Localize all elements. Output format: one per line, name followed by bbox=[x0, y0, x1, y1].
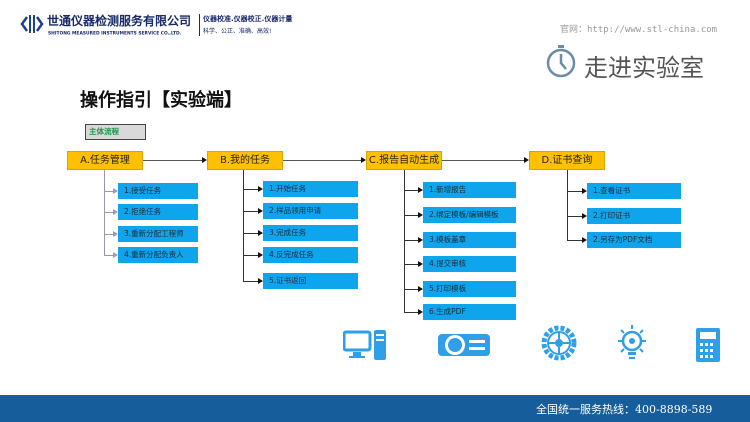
branch-connector bbox=[243, 189, 259, 190]
flow-label: 主体流程 bbox=[85, 124, 146, 140]
branch-line bbox=[567, 170, 568, 240]
arrow-icon bbox=[418, 237, 423, 243]
branch-connector bbox=[567, 191, 583, 192]
branch-connector bbox=[243, 233, 259, 234]
company-name-en: SHITONG MEASURED INSTRUMENTS SERVICE CO.… bbox=[48, 31, 192, 37]
website-link[interactable]: 官网：http://www.stl-china.com bbox=[560, 25, 718, 35]
branch-connector bbox=[404, 240, 419, 241]
connector-line bbox=[283, 160, 361, 161]
flow-substep[interactable]: 2.打印证书 bbox=[587, 208, 681, 224]
arrow-icon bbox=[582, 237, 587, 243]
connector-line bbox=[143, 160, 202, 161]
branch-connector bbox=[104, 191, 114, 192]
arrow-icon bbox=[258, 252, 263, 258]
arrow-icon bbox=[361, 157, 366, 163]
arrow-icon bbox=[258, 278, 263, 284]
arrow-icon bbox=[202, 157, 207, 163]
arrow-icon bbox=[418, 187, 423, 193]
flow-substep[interactable]: 1.查看证书 bbox=[587, 183, 681, 199]
flow-step-a[interactable]: A.任务管理 bbox=[67, 151, 143, 170]
flow-step-b[interactable]: B.我的任务 bbox=[207, 151, 283, 170]
arrow-icon bbox=[258, 186, 263, 192]
connector-line bbox=[442, 160, 524, 161]
company-name-en-text: SHITONG MEASURED INSTRUMENTS SERVICE CO.… bbox=[48, 30, 182, 36]
branch-connector bbox=[104, 212, 114, 213]
arrow-icon bbox=[582, 213, 587, 219]
arrow-icon bbox=[418, 212, 423, 218]
branch-line bbox=[243, 170, 244, 281]
arrow-icon bbox=[113, 231, 118, 237]
company-logo bbox=[20, 12, 44, 36]
footer-bar: 全国统一服务热线：400-8898-589 bbox=[0, 395, 750, 422]
flow-substep[interactable]: 3.完成任务 bbox=[263, 225, 358, 241]
flow-substep[interactable]: 6.生成PDF bbox=[423, 304, 516, 320]
company-name: 世通仪器检测服务有限公司 bbox=[47, 14, 192, 28]
arrow-icon bbox=[582, 188, 587, 194]
arrow-icon bbox=[258, 230, 263, 236]
flow-substep[interactable]: 5.证书返回 bbox=[263, 273, 358, 289]
flow-substep[interactable]: 4.重新分配负责人 bbox=[118, 247, 198, 263]
projector-icon bbox=[437, 328, 491, 366]
flow-substep[interactable]: 3.重新分配工程师 bbox=[118, 226, 198, 242]
branch-connector bbox=[404, 289, 419, 290]
flow-substep[interactable]: 2.样品领用申请 bbox=[263, 203, 358, 219]
flow-substep[interactable]: 3.模板盖章 bbox=[423, 232, 516, 248]
arrow-icon bbox=[113, 188, 118, 194]
flow-substep[interactable]: 1.新增报告 bbox=[423, 182, 516, 198]
branch-connector bbox=[104, 234, 114, 235]
hotline: 全国统一服务热线：400-8898-589 bbox=[536, 403, 713, 416]
flow-substep[interactable]: 5.打印模板 bbox=[423, 281, 516, 297]
branch-connector bbox=[567, 216, 583, 217]
arrow-icon bbox=[418, 261, 423, 267]
branch-connector bbox=[404, 215, 419, 216]
flow-substep[interactable]: 2.拒绝任务 bbox=[118, 204, 198, 220]
calculator-icon bbox=[695, 327, 721, 367]
arrow-icon bbox=[258, 208, 263, 214]
branch-connector bbox=[404, 264, 419, 265]
flow-substep[interactable]: 1.开始任务 bbox=[263, 181, 358, 197]
branch-connector bbox=[404, 190, 419, 191]
arrow-icon bbox=[113, 209, 118, 215]
page-title: 操作指引【实验端】 bbox=[80, 90, 242, 111]
flow-step-d[interactable]: D.证书查询 bbox=[529, 151, 605, 170]
branch-connector bbox=[567, 240, 583, 241]
branch-connector bbox=[243, 255, 259, 256]
divider bbox=[199, 14, 200, 36]
slogan-1: 仪器校准.仪器校正.仪器计量 bbox=[203, 15, 293, 23]
arrow-icon bbox=[113, 252, 118, 258]
slogan-2: 科学、公正、准确、高效! bbox=[203, 28, 272, 35]
arrow-icon bbox=[418, 309, 423, 315]
branch-connector bbox=[243, 281, 259, 282]
arrow-icon bbox=[524, 157, 529, 163]
branch-connector bbox=[404, 312, 419, 313]
arrow-icon bbox=[418, 286, 423, 292]
flow-substep[interactable]: 4.反完成任务 bbox=[263, 247, 358, 263]
flow-step-c[interactable]: C.报告自动生成 bbox=[366, 151, 442, 170]
branch-line bbox=[404, 170, 405, 312]
branch-connector bbox=[243, 211, 259, 212]
flow-substep[interactable]: 2.绑定模板/编辑模板 bbox=[423, 207, 516, 223]
stopwatch-icon bbox=[545, 44, 577, 78]
computer-icon bbox=[342, 328, 387, 366]
flow-substep[interactable]: 4.提交审核 bbox=[423, 256, 516, 272]
gear-icon bbox=[540, 324, 578, 366]
branch-connector bbox=[104, 255, 114, 256]
flow-substep[interactable]: 2.另存为PDF文档 bbox=[587, 232, 681, 248]
lightbulb-icon bbox=[613, 323, 651, 367]
flow-substep[interactable]: 1.接受任务 bbox=[118, 183, 198, 199]
section-title: 走进实验室 bbox=[584, 54, 704, 82]
